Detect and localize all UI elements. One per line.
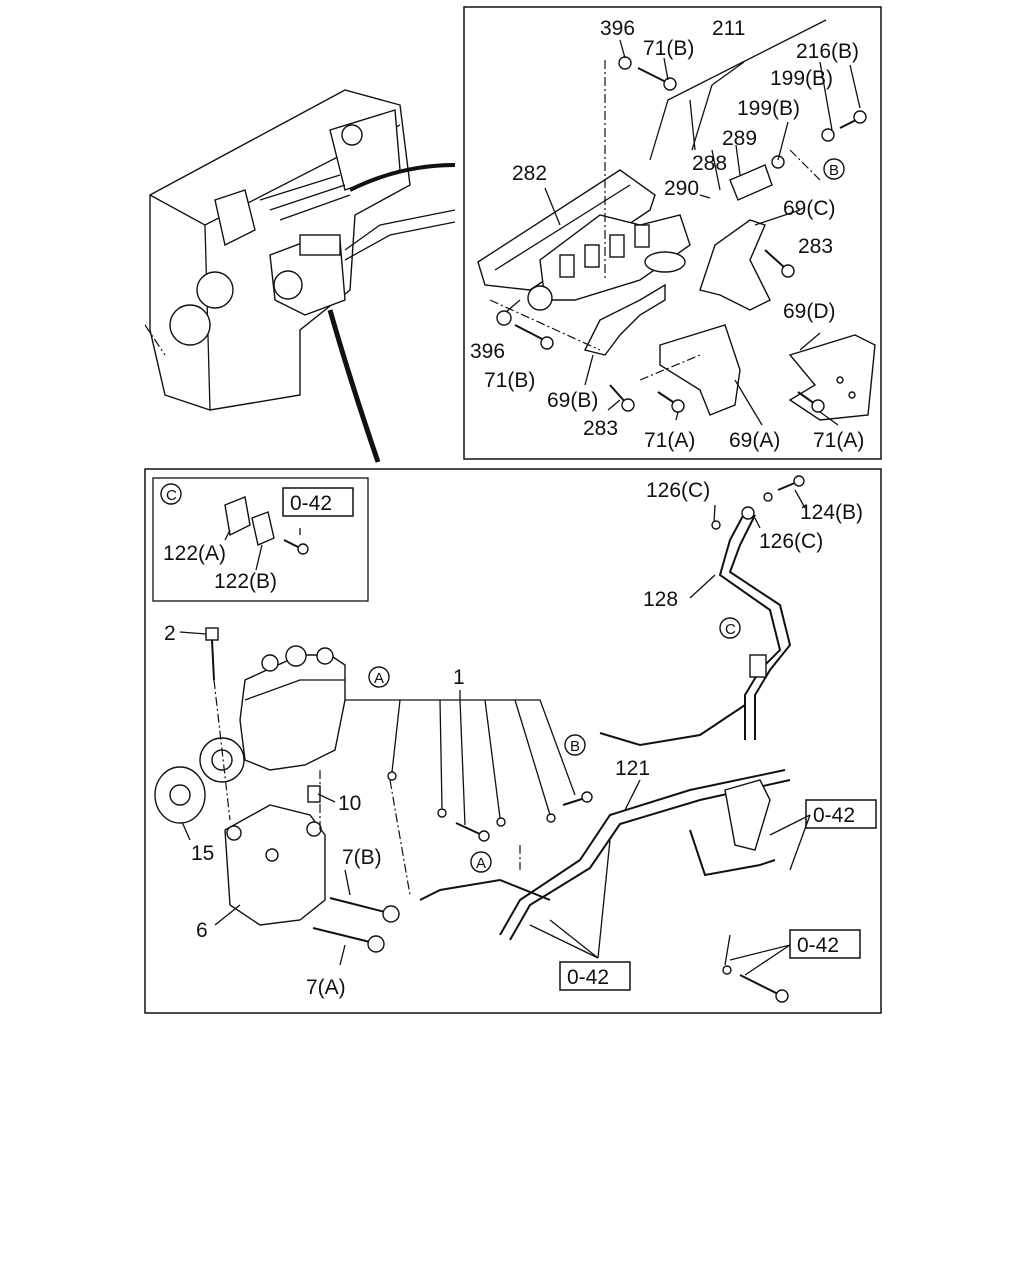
label-289: 289 [722,127,757,150]
label-396-bottom: 396 [470,340,505,363]
label-288: 288 [692,152,727,175]
label-7a: 7(A) [306,976,346,999]
main-panel [144,468,882,1014]
label-199b-2: 199(B) [737,97,800,120]
label-69b: 69(B) [547,389,598,412]
label-121: 121 [615,757,650,780]
label-2: 2 [164,622,176,645]
label-128: 128 [643,588,678,611]
label-69d: 69(D) [783,300,836,323]
top-panel-label-group: 396 71(B) 211 216(B) 199(B) 199(B) 289 2… [470,17,864,452]
label-199b-1: 199(B) [770,67,833,90]
callout-c-inset [160,483,182,505]
label-71a-1: 71(A) [644,429,695,452]
ref-box-right-upper-label: 0-42 [813,804,855,827]
label-69a: 69(A) [729,429,780,452]
ref-box-bottom-center [559,961,631,991]
ref-box-inset [282,487,354,517]
callout-b-top-letter: B [829,162,839,179]
engine-overview [144,89,456,463]
top-detail-panel [463,6,882,460]
label-10: 10 [338,792,361,815]
callout-a-upper [368,666,390,688]
label-282: 282 [512,162,547,185]
label-283-right: 283 [798,235,833,258]
label-71b-bottom: 71(B) [484,369,535,392]
label-122b: 122(B) [214,570,277,593]
label-122a: 122(A) [163,542,226,565]
label-15: 15 [191,842,214,865]
label-71b-top: 71(B) [643,37,694,60]
ref-box-right-upper [805,799,877,829]
label-6: 6 [196,919,208,942]
label-211: 211 [712,17,745,40]
label-283-bottom: 283 [583,417,618,440]
label-290: 290 [664,177,699,200]
callout-a-lower-letter: A [476,855,486,872]
ref-box-inset-label: 0-42 [290,492,332,515]
callout-c-inset-letter: C [166,487,177,504]
main-panel-label-group: 126(C) 124(B) 126(C) 128 2 1 121 10 15 7… [164,479,863,999]
ref-box-bottom-center-label: 0-42 [567,966,609,989]
callout-b-main-letter: B [570,738,580,755]
label-7b: 7(B) [342,846,382,869]
ref-box-right-lower-label: 0-42 [797,934,839,957]
callout-b-top [823,158,845,180]
callout-a-upper-letter: A [374,670,384,687]
label-69c: 69(C) [783,197,836,220]
main-ref-boxes: 0-42 0-42 0-42 [559,799,877,991]
inset-c-parts: C 0-42 [160,483,354,571]
label-396-top: 396 [600,17,635,40]
callout-c-main-letter: C [725,621,736,638]
main-panel-parts [154,475,811,1003]
label-1: 1 [453,666,465,689]
callout-a-lower [470,851,492,873]
ref-box-right-lower [789,929,861,959]
main-callouts: A A B C [368,617,741,873]
label-124b: 124(B) [800,501,863,524]
label-126c-2: 126(C) [759,530,823,553]
inset-c-panel [152,477,369,602]
label-126c-1: 126(C) [646,479,710,502]
top-panel-parts [477,19,876,426]
label-216b: 216(B) [796,40,859,63]
callout-b-main [564,734,586,756]
label-71a-2: 71(A) [813,429,864,452]
callout-c-main [719,617,741,639]
